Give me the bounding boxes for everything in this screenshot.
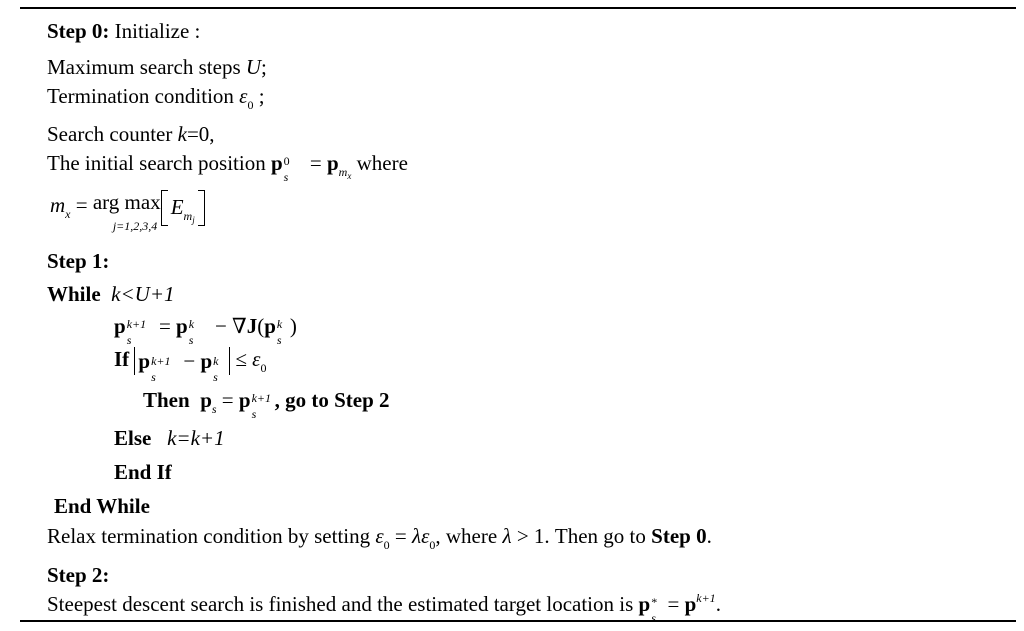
while-line: While k<U+1 bbox=[47, 282, 175, 306]
step2-title: Step 2: bbox=[47, 563, 110, 587]
step0-text: Initialize : bbox=[109, 19, 201, 43]
bracket-expression: Emj bbox=[160, 190, 205, 226]
endif-keyword: End If bbox=[114, 460, 172, 484]
finish-line: Steepest descent search is finished and … bbox=[47, 591, 721, 626]
step2-line: Step 2: bbox=[47, 563, 109, 587]
step0-line: Step 0: Initialize : bbox=[47, 19, 200, 43]
counter-line: Search counter k=0, bbox=[47, 122, 215, 146]
else-keyword: Else bbox=[114, 426, 152, 450]
termination-line: Termination condition ε0 ; bbox=[47, 84, 265, 112]
step0-title: Step 0: bbox=[47, 19, 110, 43]
step1-line: Step 1: bbox=[47, 249, 109, 273]
step1-title: Step 1: bbox=[47, 249, 110, 273]
while-keyword: While bbox=[47, 282, 101, 306]
endwhile-line: End While bbox=[54, 494, 150, 518]
relax-line: Relax termination condition by setting ε… bbox=[47, 524, 712, 552]
then-keyword: Then bbox=[143, 388, 190, 412]
else-line: Else k=k+1 bbox=[114, 426, 225, 450]
goto-step0: Step 0 bbox=[651, 524, 707, 548]
goto-step2: Step 2 bbox=[334, 388, 390, 412]
if-keyword: If bbox=[114, 347, 130, 371]
endif-line: End If bbox=[114, 460, 172, 484]
top-rule bbox=[20, 7, 1016, 9]
bottom-rule bbox=[20, 620, 1016, 622]
max-steps-line: Maximum search steps U; bbox=[47, 55, 267, 79]
endwhile-keyword: End While bbox=[54, 494, 150, 518]
